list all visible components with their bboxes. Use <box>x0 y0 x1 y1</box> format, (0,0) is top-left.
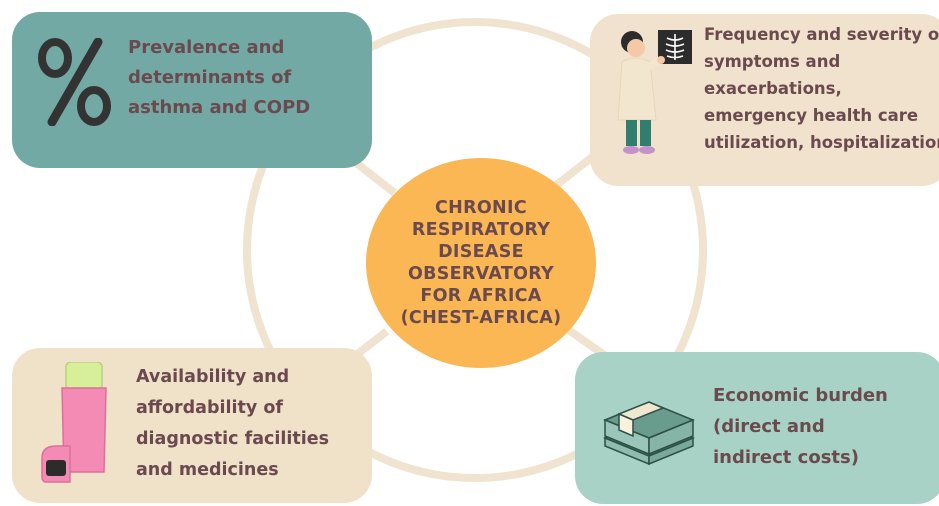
percent-icon <box>38 38 111 126</box>
connector-ring <box>243 18 707 482</box>
box-symptoms: Frequency and severity of symptoms and e… <box>590 14 939 186</box>
money-stack-icon <box>603 401 695 466</box>
center-circle: CHRONIC RESPIRATORY DISEASE OBSERVATORY … <box>366 158 596 368</box>
box-availability-text: Availability and affordability of diagno… <box>136 367 330 480</box>
inhaler-icon <box>41 362 107 483</box>
box-economic-text: Economic burden (direct and indirect cos… <box>713 385 888 468</box>
doctor-xray-icon <box>617 30 692 154</box>
box-symptoms-text: Frequency and severity of symptoms and e… <box>704 25 939 152</box>
center-title: CHRONIC RESPIRATORY DISEASE OBSERVATORY … <box>400 198 562 328</box>
box-economic: Economic burden (direct and indirect cos… <box>575 352 939 504</box>
box-prevalence-text: Prevalence and determinants of asthma an… <box>128 37 311 118</box>
box-availability: Availability and affordability of diagno… <box>12 348 372 503</box>
box-prevalence: Prevalence and determinants of asthma an… <box>12 12 372 168</box>
